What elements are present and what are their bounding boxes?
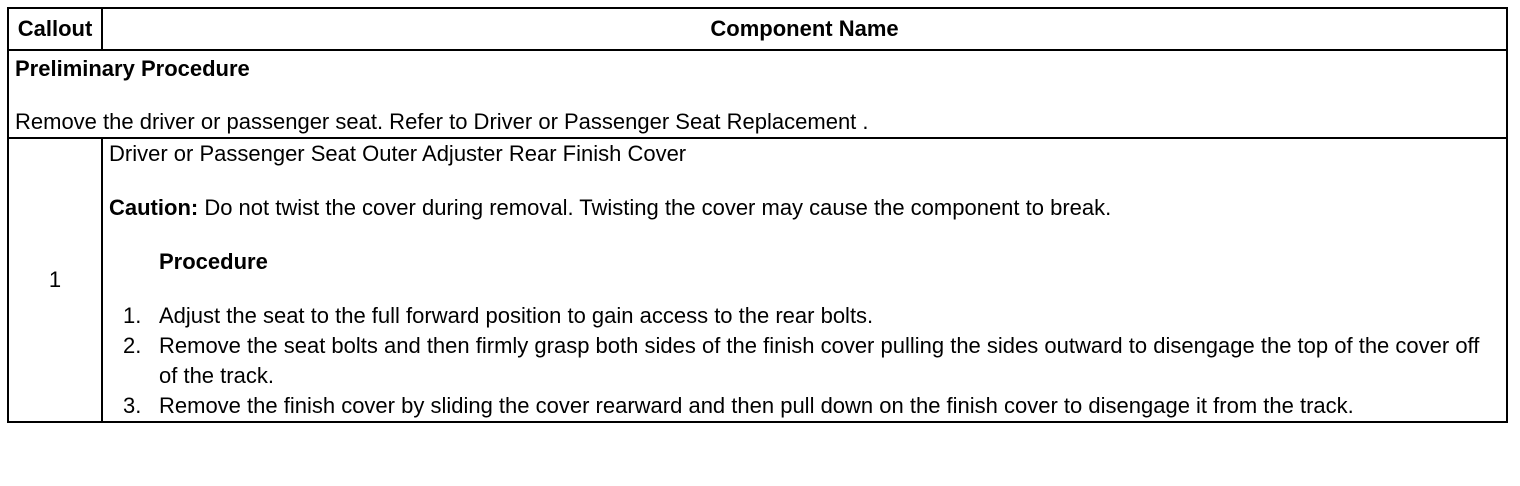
list-item: 2. Remove the seat bolts and then firmly … <box>109 331 1500 391</box>
step-text: Adjust the seat to the full forward posi… <box>159 303 874 328</box>
step-number: 2. <box>123 333 142 358</box>
callout-number: 1 <box>7 137 103 423</box>
preliminary-title: Preliminary Procedure <box>15 56 250 81</box>
list-item: 3. Remove the finish cover by sliding the… <box>109 391 1500 421</box>
caution-text: Do not twist the cover during removal. T… <box>198 195 1112 220</box>
component-name: Driver or Passenger Seat Outer Adjuster … <box>109 141 687 166</box>
procedure-steps: 1. Adjust the seat to the full forward po… <box>109 301 1500 421</box>
caution-label: Caution: <box>109 195 199 220</box>
preliminary-cell: Preliminary Procedure Remove the driver … <box>7 49 1508 139</box>
callout-header: Callout <box>7 7 103 51</box>
step-number: 3. <box>123 393 142 418</box>
caution-note: Caution: Do not twist the cover during r… <box>109 193 1500 223</box>
header-row: Callout Component Name <box>7 7 1508 51</box>
table-row: 1 Driver or Passenger Seat Outer Adjuste… <box>7 137 1508 423</box>
procedure-title: Procedure <box>159 249 268 274</box>
procedure-table: Callout Component Name Preliminary Proce… <box>7 7 1508 423</box>
step-number: 1. <box>123 303 142 328</box>
step-text: Remove the seat bolts and then firmly gr… <box>159 333 1480 388</box>
preliminary-row: Preliminary Procedure Remove the driver … <box>7 49 1508 139</box>
component-name-header: Component Name <box>101 7 1508 51</box>
step-text: Remove the finish cover by sliding the c… <box>159 393 1354 418</box>
preliminary-text: Remove the driver or passenger seat. Ref… <box>15 109 869 134</box>
list-item: 1. Adjust the seat to the full forward po… <box>109 301 1500 331</box>
component-cell: Driver or Passenger Seat Outer Adjuster … <box>101 137 1508 423</box>
